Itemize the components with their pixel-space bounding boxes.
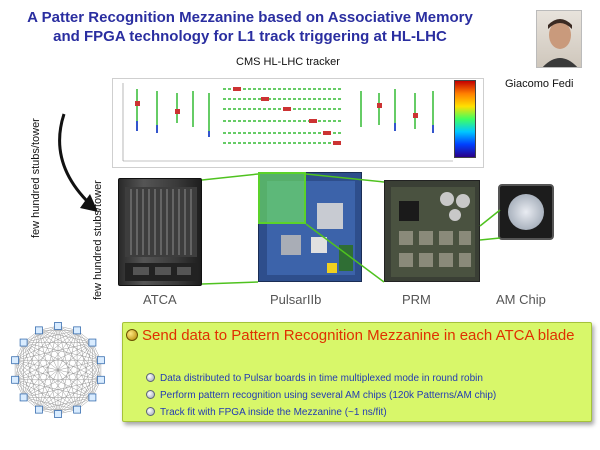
mesh-node (35, 405, 43, 414)
mesh-link (14, 360, 59, 415)
mesh-link (14, 359, 93, 398)
mesh-link (38, 330, 93, 343)
mesh-link (57, 379, 102, 415)
mesh-link (38, 330, 102, 380)
mesh-link (23, 342, 101, 361)
mesh-node (88, 338, 97, 347)
sub-bullet-text: Perform pattern recognition using severa… (160, 390, 497, 401)
mesh-link (23, 342, 59, 415)
sub-bullet-text: Data distributed to Pulsar boards in tim… (160, 373, 483, 384)
atca-label: ATCA (143, 292, 177, 307)
am-chip-label: AM Chip (496, 292, 546, 307)
mesh-link (38, 330, 102, 361)
sub-bullet-icon (146, 390, 155, 399)
mesh-link (23, 342, 78, 410)
slide-title-line-1: A Patter Recognition Mezzanine based on … (27, 9, 473, 26)
mesh-node (11, 375, 20, 384)
mesh-link (23, 342, 40, 410)
person-icon (542, 19, 578, 67)
mesh-node (19, 393, 28, 402)
am-chip-die-icon (508, 194, 544, 230)
full-mesh-network-diagram (11, 322, 105, 418)
mesh-link (57, 325, 93, 398)
color-scale-bar (454, 80, 476, 158)
mesh-node (73, 405, 81, 414)
sub-bullet-icon (146, 407, 155, 416)
mesh-link (14, 360, 78, 410)
mesh-link (23, 325, 59, 398)
stubs-per-tower-label-2: few hundred stubs/tower (92, 180, 104, 300)
atca-crate-icon (125, 187, 197, 281)
mesh-node (11, 356, 20, 365)
mesh-node (96, 375, 105, 384)
mesh-node (88, 393, 97, 402)
mesh-link (38, 360, 102, 410)
sub-bullet-3: Track fit with FPGA inside the Mezzanine… (146, 406, 586, 419)
mesh-link (23, 397, 59, 415)
mesh-node (96, 356, 105, 365)
mesh-link (57, 325, 102, 361)
slide-title: A Patter Recognition Mezzanine based on … (10, 8, 490, 46)
sub-bullet-text: Track fit with FPGA inside the Mezzanine… (160, 407, 387, 418)
mesh-link (38, 397, 93, 410)
prm-label: PRM (402, 292, 431, 307)
bullet-icon (126, 329, 138, 341)
pulsar-label: PulsarIIb (270, 292, 322, 307)
author-photo (536, 10, 582, 68)
mesh-link (14, 360, 40, 410)
mesh-link (76, 330, 102, 380)
mesh-node (35, 326, 43, 335)
sub-bullet-icon (146, 373, 155, 382)
summary-box (122, 322, 592, 422)
main-bullet: Send data to Pattern Recognition Mezzani… (126, 326, 586, 346)
tracker-event-display (112, 78, 484, 168)
mesh-link (38, 330, 93, 398)
tracker-plot (122, 83, 453, 162)
mesh-link (15, 379, 93, 398)
mesh-node (54, 322, 62, 330)
mesh-link (23, 379, 101, 398)
mezzanine-highlight (258, 172, 306, 224)
mesh-node (54, 410, 62, 418)
mesh-link (14, 330, 78, 380)
mesh-link (14, 342, 24, 380)
sub-bullet-2: Perform pattern recognition using severa… (146, 389, 586, 402)
mesh-link (14, 325, 59, 361)
curved-arrow-icon (58, 113, 98, 212)
stubs-per-tower-label-1: few hundred stubs/tower (30, 118, 42, 238)
atca-crate-image (118, 178, 202, 286)
mesh-link (14, 379, 59, 415)
main-bullet-text: Send data to Pattern Recognition Mezzani… (142, 327, 575, 344)
mesh-link (76, 360, 102, 410)
mesh-link (57, 342, 93, 415)
mesh-link (23, 397, 78, 410)
mesh-link (38, 330, 59, 415)
sub-bullet-1: Data distributed to Pulsar boards in tim… (146, 372, 586, 385)
mesh-link (14, 379, 78, 410)
mesh-link (14, 330, 40, 380)
prm-board-image (384, 180, 480, 282)
prm-board-icon (391, 187, 475, 277)
tracker-caption: CMS HL-LHC tracker (236, 56, 340, 68)
mesh-link (23, 330, 78, 343)
mesh-node (73, 326, 81, 335)
author-name: Giacomo Fedi (505, 78, 574, 90)
mesh-link (15, 342, 93, 361)
mesh-link (23, 330, 40, 398)
mesh-link (14, 360, 24, 398)
slide-title-line-2: and FPGA technology for L1 track trigger… (53, 28, 447, 45)
mesh-node (19, 338, 28, 347)
mesh-link (23, 342, 102, 381)
mesh-link (38, 330, 78, 410)
